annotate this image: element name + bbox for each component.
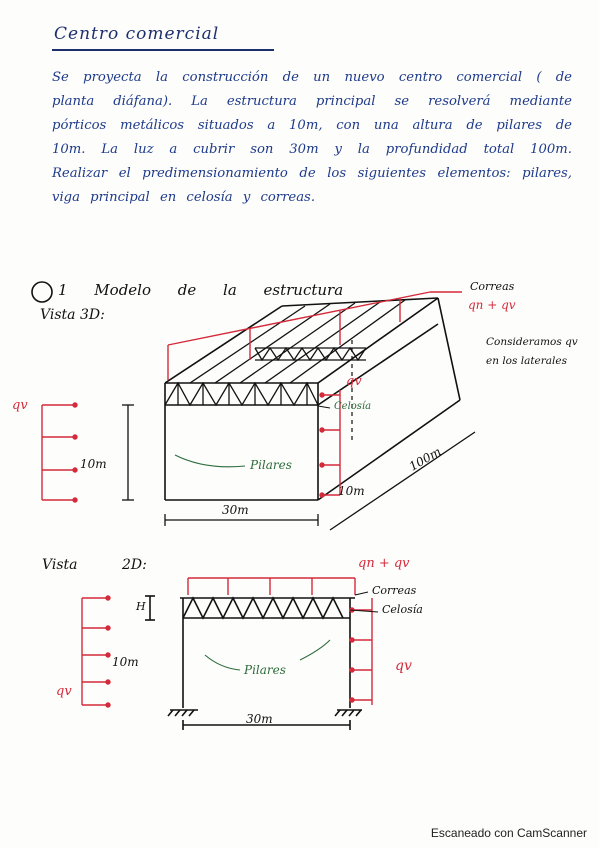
3d-dimensions <box>122 404 476 531</box>
section-number-circle <box>31 281 53 303</box>
3d-right-load <box>319 390 341 498</box>
page-title: Centro comercial <box>54 24 220 44</box>
2d-right-load <box>349 598 373 705</box>
2d-left-load <box>81 595 111 708</box>
view3d-label: Vista 3D: <box>40 307 105 323</box>
2d-qv-left-label: qv <box>56 684 72 699</box>
2d-width-label: 30m <box>246 712 273 726</box>
2d-qv-right-label: qv <box>395 658 412 674</box>
3d-pilares-label: Pilares <box>250 458 292 472</box>
3d-truss <box>164 299 406 407</box>
2d-height-label: 10m <box>112 655 139 669</box>
2d-top-load <box>187 577 356 595</box>
problem-statement: Se proyecta la construcción de un nuevo … <box>52 70 572 205</box>
3d-qv-right-label: qv <box>346 374 362 389</box>
view2d-label: Vista 2D: <box>42 557 147 573</box>
section1-heading: 1 Modelo de la estructura <box>58 281 344 299</box>
3d-top-load <box>167 291 462 380</box>
2d-pilares-label: Pilares <box>244 663 286 677</box>
3d-celosia-label: Celosía <box>334 401 372 412</box>
3d-height-label: 10m <box>80 457 107 471</box>
3d-width-label: 30m <box>222 503 249 517</box>
2d-frame <box>145 595 362 730</box>
3d-consider-note: Consideramos qv en los laterales <box>486 336 578 367</box>
2d-celosia-label: Celosía <box>382 603 423 616</box>
3d-correas-label: Correas <box>470 280 515 293</box>
3d-top-load-label: qn + qv <box>468 298 516 312</box>
3d-qv-left-label: qv <box>12 398 28 413</box>
2d-top-load-label: qn + qv <box>358 556 410 571</box>
2d-correas-label: Correas <box>372 584 417 597</box>
3d-span-label: 10m <box>338 484 365 498</box>
2d-h-label: H <box>136 600 146 613</box>
scanner-watermark: Escaneado con CamScanner <box>430 826 587 840</box>
3d-left-load <box>41 402 78 503</box>
title-underline <box>52 49 274 51</box>
